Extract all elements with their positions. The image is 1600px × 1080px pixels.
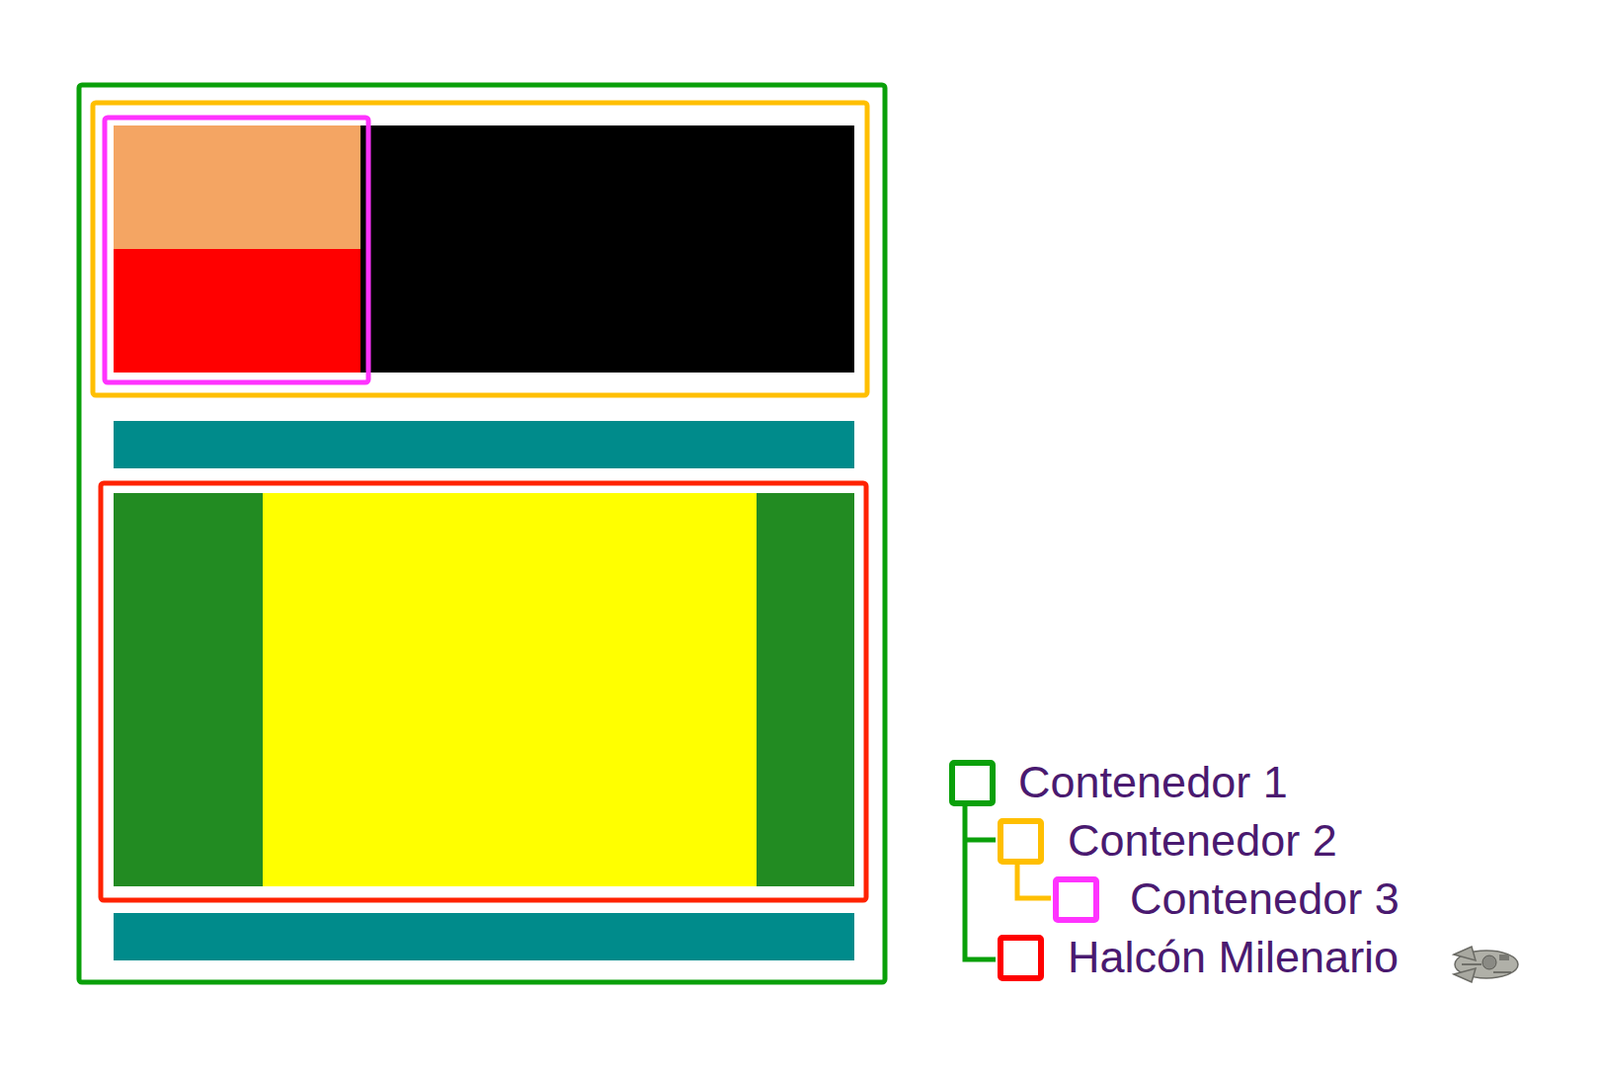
yellow-block bbox=[262, 492, 757, 886]
legend-label: Halcón Milenario bbox=[1067, 932, 1399, 982]
tree-line bbox=[1017, 864, 1051, 898]
legend-swatch bbox=[1000, 937, 1041, 978]
legend-label: Contenedor 2 bbox=[1067, 815, 1338, 866]
red-block bbox=[113, 248, 361, 373]
legend-swatch bbox=[1000, 820, 1041, 862]
legend-swatch bbox=[952, 762, 993, 803]
container-outline bbox=[79, 84, 885, 982]
legend-label: Contenedor 1 bbox=[1018, 757, 1288, 807]
legend-label: Contenedor 3 bbox=[1129, 874, 1400, 924]
legend-swatch bbox=[1055, 879, 1097, 920]
black-block bbox=[360, 125, 855, 373]
container-outline bbox=[104, 117, 369, 383]
green-column bbox=[756, 492, 855, 886]
salmon-block bbox=[113, 125, 361, 249]
falcon-icon bbox=[1453, 946, 1519, 982]
container-outline bbox=[92, 102, 868, 396]
teal-bar bbox=[113, 912, 855, 960]
container-outline bbox=[100, 482, 867, 900]
tree-line bbox=[964, 805, 996, 960]
teal-bar bbox=[113, 420, 855, 469]
green-column bbox=[113, 492, 263, 886]
